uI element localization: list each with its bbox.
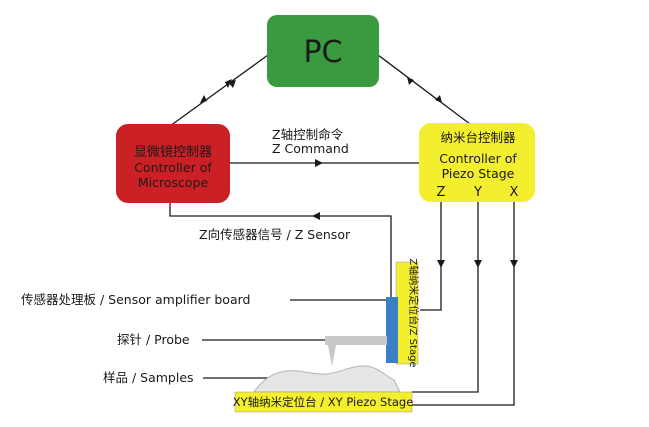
y-output-line — [412, 197, 479, 393]
samples-label: 样品 / Samples — [103, 370, 194, 385]
z-sensor-label: Z向传感器信号 / Z Sensor — [199, 227, 351, 242]
y-output-arrow-head — [474, 260, 482, 268]
pc-microscope-arrow-up-head — [225, 79, 232, 88]
microscope-controller-label-cn: 显微镜控制器 — [134, 145, 212, 160]
pc-label: PC — [303, 35, 342, 70]
x-output-arrow-head — [510, 260, 518, 268]
z-command-label-en: Z Command — [272, 141, 349, 156]
microscope-controller-label-en-2: Microscope — [138, 175, 209, 190]
microscope-controller-box[interactable] — [116, 124, 230, 203]
x-output-line — [412, 197, 515, 406]
z-sensor-line — [169, 203, 392, 300]
piezo-controller-label-en-2: Piezo Stage — [442, 166, 515, 181]
sensor-amplifier-board[interactable] — [386, 297, 398, 363]
probe-arm — [325, 336, 387, 345]
probe-label: 探针 / Probe — [117, 332, 190, 347]
pc-microscope-link — [169, 54, 269, 127]
z-output-line — [420, 197, 442, 311]
sensor-board-label: 传感器处理板 / Sensor amplifier board — [21, 292, 250, 307]
probe-tip — [327, 340, 337, 366]
z-sensor-arrow-head — [312, 212, 320, 220]
pc-microscope-arrow-down-head — [200, 95, 207, 103]
z-command-arrow-head — [315, 159, 323, 167]
piezo-controller-label-en-1: Controller of — [439, 151, 517, 166]
axis-x-label: X — [510, 185, 519, 200]
pc-piezo-arrow-up-head — [407, 77, 414, 85]
z-command-label-cn: Z轴控制命令 — [272, 127, 344, 142]
pc-piezo-link — [377, 54, 471, 125]
pc-box[interactable] — [267, 15, 379, 87]
axis-z-label: Z — [437, 185, 446, 200]
z-stage-label: Z轴纳米定位台/Z Stage — [407, 258, 420, 367]
xy-stage-label: XY轴纳米定位台 / XY Piezo Stage — [233, 395, 414, 409]
microscope-controller-label-en-1: Controller of — [134, 160, 212, 175]
piezo-controller-box[interactable] — [419, 123, 535, 202]
pc-piezo-arrow-down-head — [435, 95, 442, 103]
piezo-controller-label-cn: 纳米台控制器 — [440, 130, 516, 145]
xy-stage[interactable] — [234, 391, 413, 413]
z-output-arrow-head — [437, 260, 445, 268]
sample-surface — [253, 365, 401, 393]
axis-y-label: Y — [473, 185, 482, 200]
